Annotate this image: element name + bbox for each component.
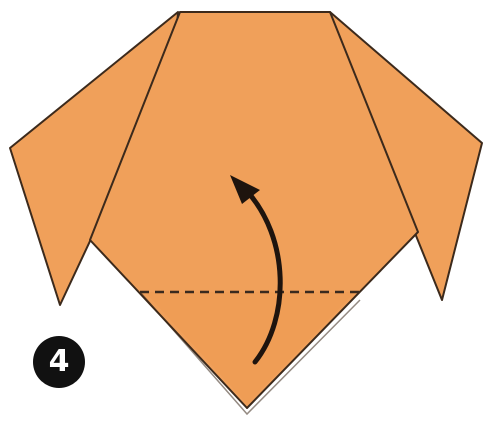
- step-number: 4: [49, 347, 70, 377]
- bottom-flap: [145, 292, 355, 404]
- step-number-badge: 4: [33, 336, 85, 388]
